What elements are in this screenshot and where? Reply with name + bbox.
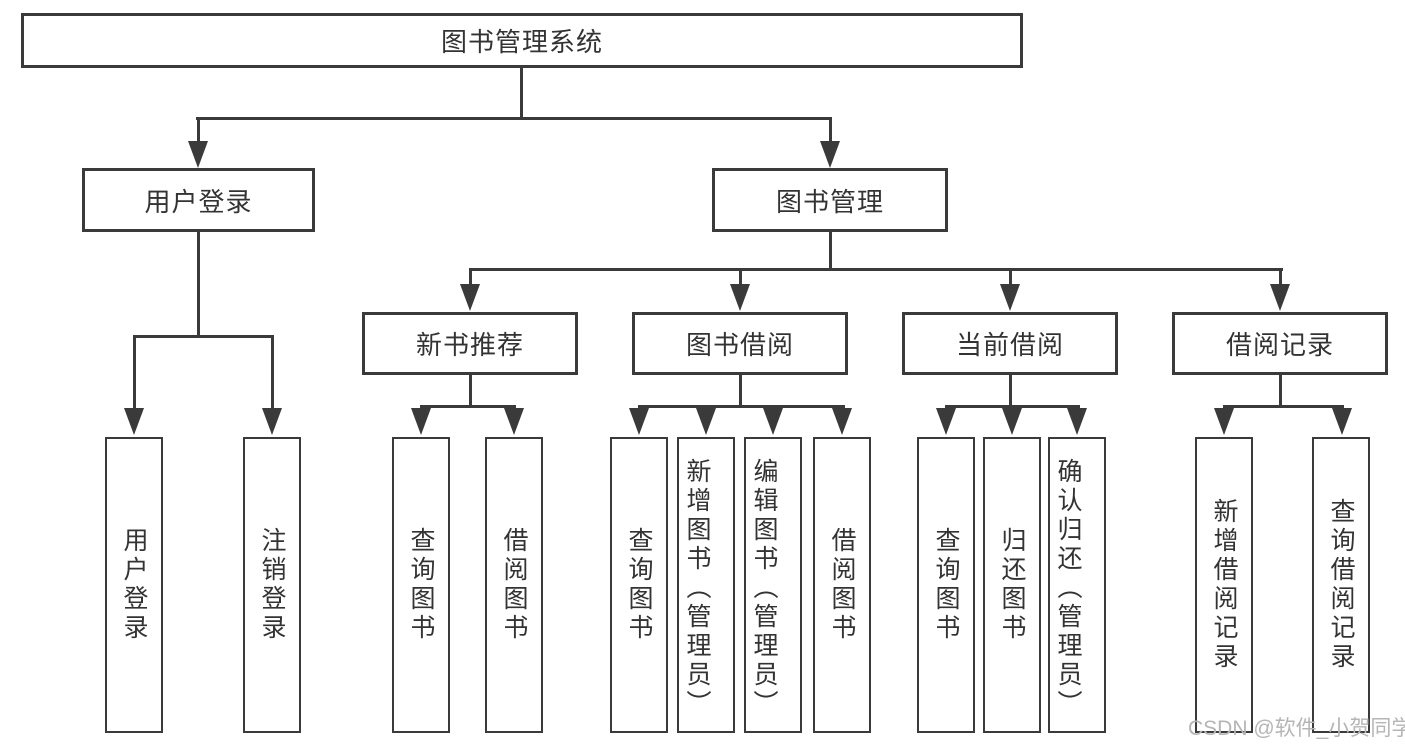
arrow-down-to-leaf <box>832 408 852 435</box>
node-new-book-recommend: 新书推荐 <box>362 312 578 375</box>
connector-leaf-stem <box>133 335 136 410</box>
connector-to-book-management-stem <box>829 117 832 143</box>
connector-new-books-crossbar <box>420 405 516 408</box>
leaf-current-query: 查询图书 <box>917 437 975 733</box>
leaf-borrowing-query: 查询图书 <box>610 437 668 733</box>
leaf-label: 新增图书（管理员） <box>683 457 711 719</box>
leaf-label: 新增借阅记录 <box>1210 498 1238 672</box>
node-current-borrowing: 当前借阅 <box>902 312 1118 375</box>
leaf-label: 确认归还（管理员） <box>1054 457 1082 719</box>
connector-book-management-stem <box>829 232 832 271</box>
arrow-down-to-leaf <box>262 408 282 435</box>
connector-records-crossbar <box>1223 405 1344 408</box>
arrow-down-to-leaf <box>1067 408 1087 435</box>
leaf-label: 查询图书 <box>407 527 435 643</box>
connector-borrowing-stem <box>739 375 742 408</box>
node-book-management: 图书管理 <box>712 168 948 232</box>
node-label: 当前借阅 <box>955 330 1064 360</box>
leaf-borrowing-add-admin: 新增图书（管理员） <box>677 437 735 733</box>
csdn-watermark: CSDN @软件_小贺同学 <box>1188 717 1405 740</box>
connector-user-login-crossbar <box>133 335 274 338</box>
leaf-label: 借阅图书 <box>500 527 528 643</box>
leaf-label: 查询图书 <box>625 527 653 643</box>
leaf-current-confirm-return-admin: 确认归还（管理员） <box>1048 437 1106 733</box>
leaf-records-query: 查询借阅记录 <box>1312 437 1370 733</box>
connector-borrowing-crossbar <box>638 405 845 408</box>
leaf-label: 查询借阅记录 <box>1327 498 1355 672</box>
leaf-records-add: 新增借阅记录 <box>1195 437 1253 733</box>
leaf-borrowing-edit-admin: 编辑图书（管理员） <box>744 437 802 733</box>
leaf-label: 注销登录 <box>258 527 286 643</box>
arrow-down-to-leaf <box>124 408 144 435</box>
node-label: 借阅记录 <box>1225 330 1334 360</box>
connector-book-management-crossbar <box>469 268 1283 271</box>
connector-level3-stem <box>739 268 742 286</box>
node-borrow-records: 借阅记录 <box>1172 312 1388 375</box>
leaf-label: 查询图书 <box>932 527 960 643</box>
leaf-current-return: 归还图书 <box>983 437 1041 733</box>
leaf-label: 借阅图书 <box>828 527 856 643</box>
node-library-system-root: 图书管理系统 <box>21 13 1023 68</box>
connector-level3-stem <box>1009 268 1012 286</box>
arrow-down-to-records <box>1270 284 1290 311</box>
node-label: 图书管理 <box>775 186 884 217</box>
connector-level3-stem <box>1279 268 1282 286</box>
arrow-down-to-current <box>1000 284 1020 311</box>
arrow-down-to-leaf <box>629 408 649 435</box>
arrow-down-to-leaf <box>411 408 431 435</box>
arrow-down-to-leaf <box>763 408 783 435</box>
arrow-down-to-leaf <box>936 408 956 435</box>
arrow-down-to-leaf <box>504 408 524 435</box>
node-book-borrowing: 图书借阅 <box>632 312 848 375</box>
leaf-label: 归还图书 <box>998 527 1026 643</box>
node-label: 用户登录 <box>144 186 253 217</box>
leaf-newbooks-query: 查询图书 <box>392 437 450 733</box>
connector-current-stem <box>1009 375 1012 408</box>
node-label: 图书借阅 <box>685 330 794 360</box>
arrow-down-to-user-login <box>188 141 208 168</box>
connector-new-books-stem <box>469 375 472 408</box>
connector-to-user-login-stem <box>197 117 200 143</box>
connector-root-stem <box>520 68 523 117</box>
node-user-login: 用户登录 <box>82 168 315 232</box>
connector-user-login-stem <box>197 232 200 338</box>
leaf-borrowing-borrow: 借阅图书 <box>813 437 871 733</box>
connector-level3-stem <box>469 268 472 286</box>
leaf-newbooks-borrow: 借阅图书 <box>485 437 543 733</box>
arrow-down-to-leaf <box>1332 408 1352 435</box>
leaf-user-login: 用户登录 <box>105 437 163 733</box>
arrow-down-to-book-management <box>820 141 840 168</box>
leaf-label: 编辑图书（管理员） <box>750 457 778 719</box>
connector-leaf-stem <box>271 335 274 410</box>
connector-root-crossbar <box>196 117 832 120</box>
arrow-down-to-leaf <box>696 408 716 435</box>
leaf-logout-login: 注销登录 <box>243 437 301 733</box>
arrow-down-to-leaf <box>1214 408 1234 435</box>
connector-current-crossbar <box>945 405 1080 408</box>
arrow-down-to-new-books <box>460 284 480 311</box>
leaf-label: 用户登录 <box>120 527 148 643</box>
arrow-down-to-leaf <box>1002 408 1022 435</box>
connector-records-stem <box>1279 375 1282 408</box>
arrow-down-to-borrowing <box>730 284 750 311</box>
node-label: 图书管理系统 <box>440 27 603 57</box>
node-label: 新书推荐 <box>415 330 524 360</box>
